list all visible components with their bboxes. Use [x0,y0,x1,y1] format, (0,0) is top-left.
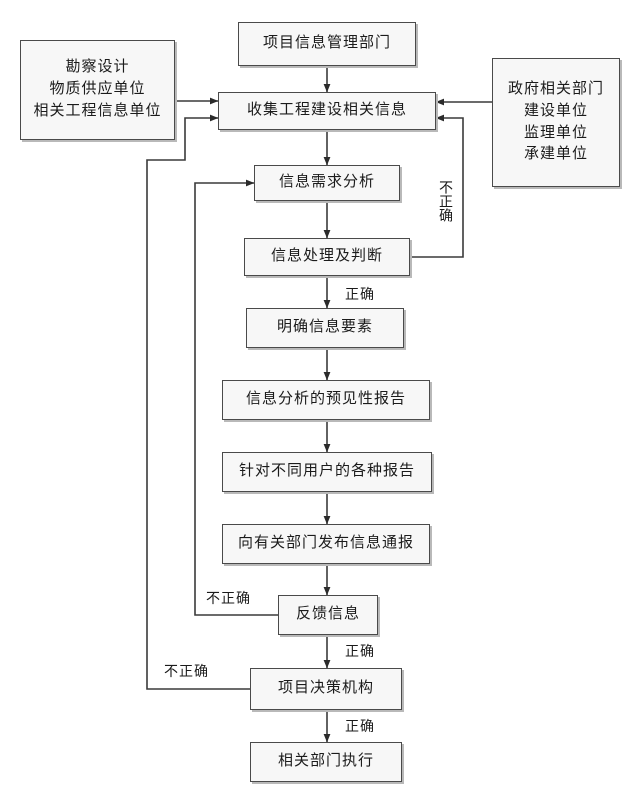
node-feedback-information[interactable]: 反馈信息 [278,595,378,635]
edge-label-correct-feedback: 正确 [345,645,375,660]
node-label: 物质供应单位 [49,81,146,98]
node-label: 反馈信息 [295,606,360,623]
node-label: 政府相关部门 [507,81,604,97]
node-label: 承建单位 [523,146,588,163]
edge-decision-incorrect-to-collect [146,114,250,690]
node-predictive-analysis-report[interactable]: 信息分析的预见性报告 [222,380,430,420]
node-label: 收集工程建设相关信息 [246,102,407,119]
edge-label-correct-process: 正确 [345,288,375,303]
node-label: 信息需求分析 [278,174,375,191]
node-label: 信息处理及判断 [270,248,383,265]
node-relevant-departments-execute[interactable]: 相关部门执行 [250,742,402,782]
node-project-decision-organization[interactable]: 项目决策机构 [250,668,402,710]
node-label: 勘察设计 [65,59,130,76]
node-reports-for-different-users[interactable]: 针对不同用户的各种报告 [222,452,432,492]
edge-label-incorrect-feedback: 不正确 [206,592,251,607]
node-project-information-management-department[interactable]: 项目信息管理部门 [238,22,416,66]
edge-layer [146,66,492,743]
node-government-and-construction-units[interactable]: 政府相关部门建设单位监理单位承建单位 [492,58,620,187]
node-label: 针对不同用户的各种报告 [238,463,415,480]
edge-label-incorrect-process: 不正确 [437,180,452,222]
node-label: 项目决策机构 [277,680,374,697]
node-label: 监理单位 [523,124,588,141]
edge-process-incorrect-to-collect [410,114,464,258]
node-collect-construction-information[interactable]: 收集工程建设相关信息 [218,92,436,130]
node-label: 信息分析的预见性报告 [245,391,406,408]
node-label: 相关部门执行 [277,753,374,770]
node-label: 相关工程信息单位 [33,102,162,119]
node-label: 明确信息要素 [276,319,373,336]
node-clarify-information-elements[interactable]: 明确信息要素 [246,308,404,348]
node-information-demand-analysis[interactable]: 信息需求分析 [254,165,400,201]
node-label: 向有关部门发布信息通报 [237,535,414,552]
node-label: 建设单位 [523,102,588,119]
node-publish-information-bulletin[interactable]: 向有关部门发布信息通报 [222,524,430,564]
node-information-processing-and-judgement[interactable]: 信息处理及判断 [244,238,410,276]
node-label: 项目信息管理部门 [262,35,391,52]
edge-label-incorrect-decision: 不正确 [164,665,209,680]
edge-label-correct-decision: 正确 [345,720,375,735]
edge-feedback-incorrect-to-demand [194,179,278,616]
node-survey-design-and-supply-units[interactable]: 勘察设计物质供应单位相关工程信息单位 [20,40,175,140]
